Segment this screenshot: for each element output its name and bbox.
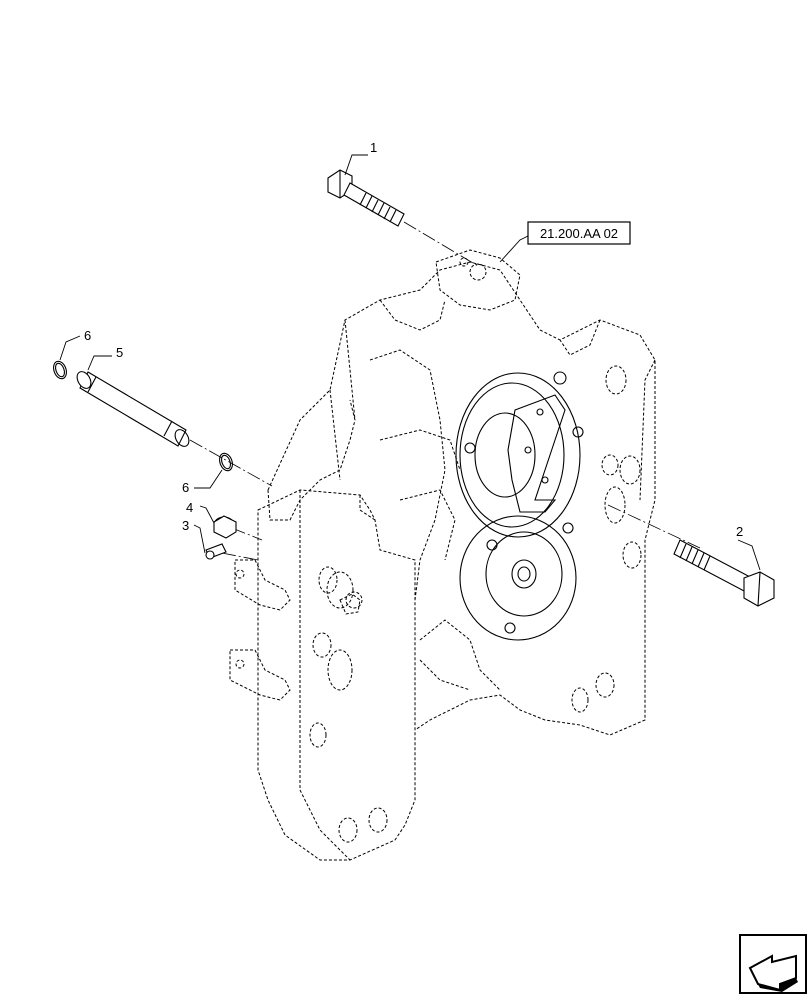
reference-label[interactable]: 21.200.AA 02 [540,226,618,241]
callout-labels: 1 2 3 4 5 6 6 [84,140,743,539]
centerlines [189,221,701,561]
callout-6-lower: 6 [182,480,189,495]
plug-part-4 [213,515,237,539]
lever-bracket [507,394,566,513]
callout-4: 4 [186,500,193,515]
housing-outline [229,249,656,861]
next-page-arrow-icon[interactable] [739,934,807,994]
ring-part-6-upper [53,360,67,380]
reference-box[interactable]: 21.200.AA 02 [527,221,631,245]
screw-part-3 [205,543,227,560]
callout-2: 2 [736,524,743,539]
callout-1: 1 [370,140,377,155]
bolt-part-2 [673,539,775,607]
callout-3: 3 [182,518,189,533]
callout-6-upper: 6 [84,328,91,343]
upper-disc [455,371,584,538]
leader-lines [59,154,761,571]
lower-disc [459,515,577,641]
pin-part-5 [76,371,190,447]
bolt-part-1 [327,169,405,227]
ring-part-6-lower [219,452,233,472]
callout-5: 5 [116,345,123,360]
